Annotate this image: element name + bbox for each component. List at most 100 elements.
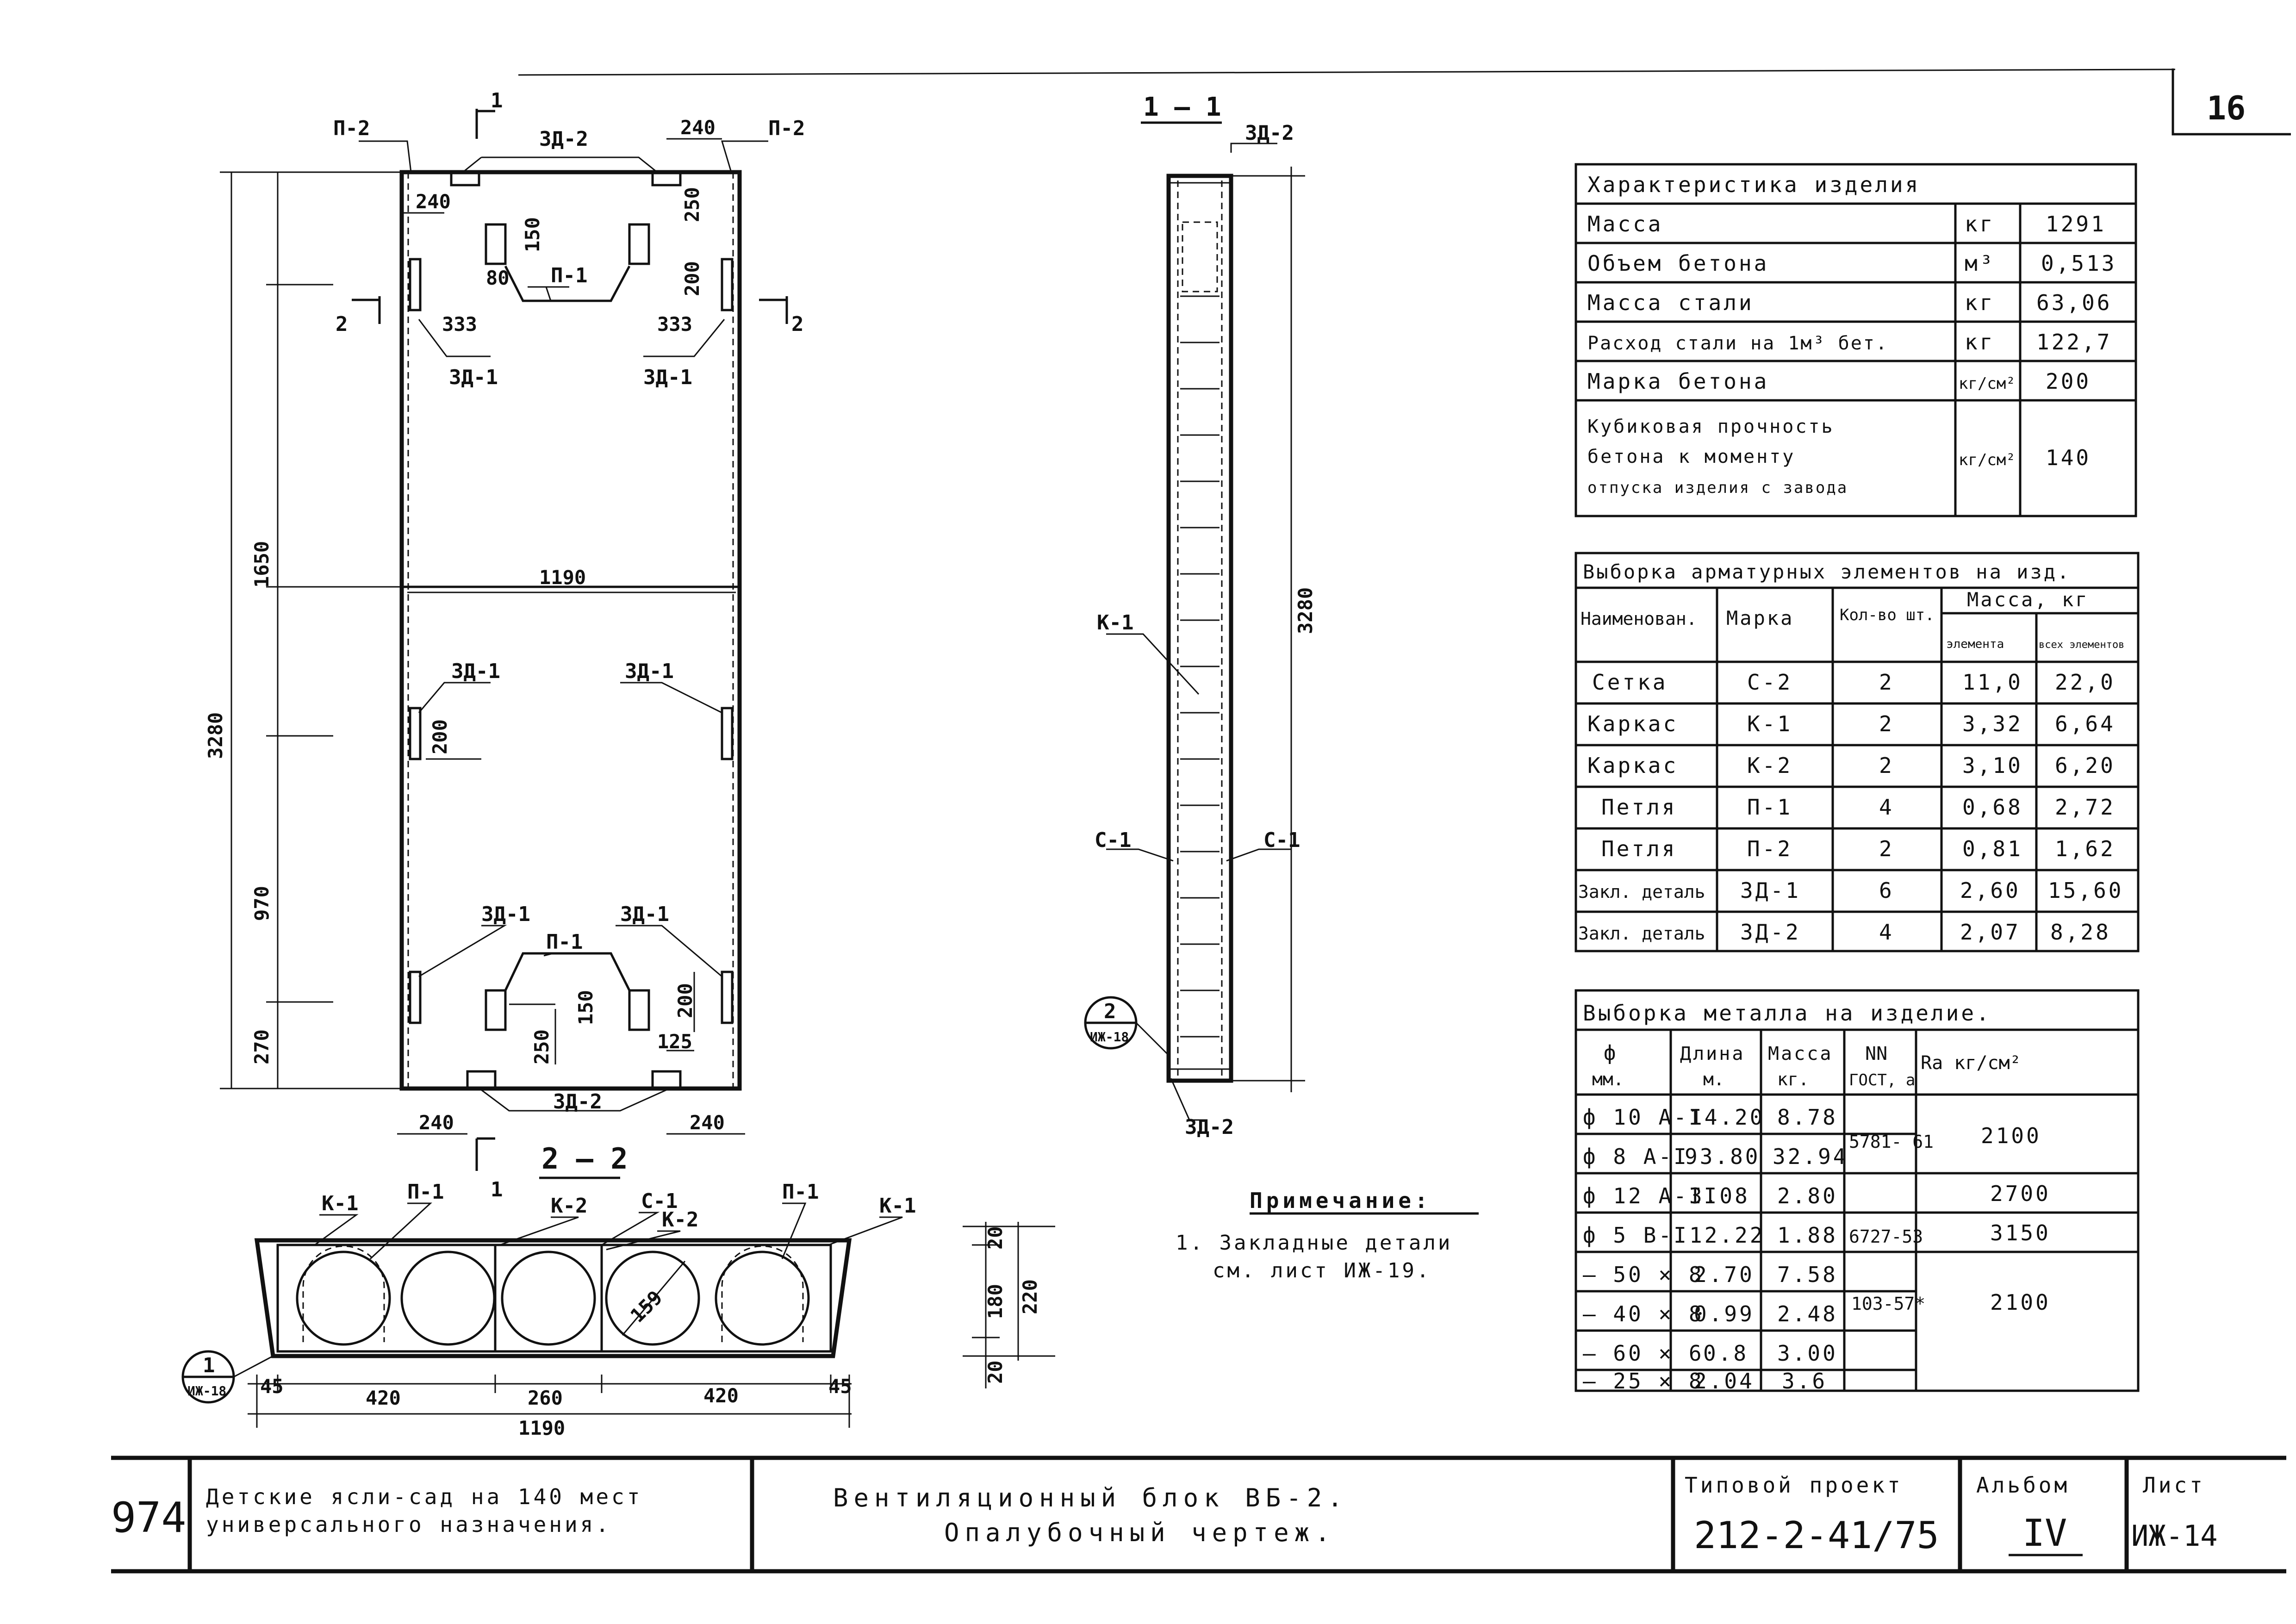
s22-label-p1-right: П-1 <box>782 1180 819 1204</box>
rebar-h-qty: Кол-во шт. <box>1840 606 1935 624</box>
dim-200-top: 200 <box>681 261 703 296</box>
label-p2-right: П-2 <box>768 117 805 140</box>
rebar-h-name: Наименован. <box>1580 609 1697 629</box>
s22-dim-1190: 1190 <box>518 1417 565 1439</box>
s22-dim-45-l: 45 <box>260 1375 284 1398</box>
rebar-row-7-name: Закл. деталь <box>1578 923 1705 944</box>
note-line1: 1. Закладные детали <box>1176 1231 1452 1255</box>
tb-drawing-line2: Опалубочный чертеж. <box>944 1518 1336 1547</box>
rebar-row-7-qty: 4 <box>1879 920 1894 945</box>
char-last-value: 140 <box>2046 445 2091 470</box>
rebar-row-1-all: 22,0 <box>2055 670 2116 695</box>
s11-dim-3280: 3280 <box>1294 587 1317 634</box>
rebar-row-5-qty: 2 <box>1879 836 1894 861</box>
rebar-row-2-name: Каркас <box>1587 711 1678 736</box>
cut-mark-left: 2 <box>336 312 348 336</box>
metal-ra-b: 2700 <box>1990 1181 2051 1206</box>
metal-row-1-mass: 8.78 <box>1777 1105 1838 1130</box>
char-last-line2: бетона к моменту <box>1587 446 1795 467</box>
dim-333-right: 333 <box>657 313 692 336</box>
metal-row-7-mass: 3.00 <box>1777 1341 1838 1366</box>
s11-label-k1: К-1 <box>1097 611 1133 635</box>
s22-label-s1: С-1 <box>641 1189 678 1213</box>
s11-label-zd2-bottom: ЗД-2 <box>1185 1115 1234 1139</box>
metal-gost-c: 103-57* <box>1851 1294 1925 1314</box>
metal-row-1-len: 14.20 <box>1689 1105 1765 1130</box>
char-row-5-value: 200 <box>2046 369 2091 394</box>
s22-callout-num: 1 <box>203 1354 215 1377</box>
rebar-row-1-name: Сетка <box>1592 670 1668 695</box>
dim-1650: 1650 <box>250 541 273 588</box>
rebar-row-1-mark: С-2 <box>1747 670 1792 695</box>
metal-title: Выборка металла на изделие. <box>1583 1001 1991 1026</box>
s22-hole-diam: 159 <box>626 1286 666 1327</box>
char-last-unit: кг/см² <box>1959 451 2016 469</box>
rebar-row-3-qty: 2 <box>1879 753 1894 778</box>
dim-200-bot: 200 <box>674 983 697 1018</box>
dim-333-left: 333 <box>442 313 477 336</box>
dim-3280: 3280 <box>204 712 227 759</box>
rebar-h-mass-el: элемента <box>1946 637 2004 651</box>
rebar-row-3-el: 3,10 <box>1962 753 2023 778</box>
section-mark-bottom: 1 <box>491 1178 503 1201</box>
tb-album-value: IV <box>2022 1512 2067 1555</box>
metal-row-8-mass: 3.6 <box>1782 1369 1827 1394</box>
rebar-row-5-all: 1,62 <box>2055 836 2116 861</box>
metal-row-4-len: 12.22 <box>1689 1223 1765 1248</box>
metal-row-3-mass: 2.80 <box>1777 1183 1838 1208</box>
metal-ra-a: 2100 <box>1981 1123 2041 1148</box>
metal-row-8-phi: — 25 × 8 <box>1583 1369 1704 1394</box>
label-zd1-ml: ЗД-1 <box>451 660 500 683</box>
title-block: 974 Детские ясли-сад на 140 мест универс… <box>111 1456 2286 1574</box>
tb-project-line1: Детские ясли-сад на 140 мест <box>206 1484 642 1509</box>
label-zd1-br: ЗД-1 <box>620 902 669 926</box>
char-row-4-value: 122,7 <box>2036 330 2112 355</box>
tb-drawing-line1: Вентиляционный блок ВБ-2. <box>833 1483 1348 1512</box>
metal-row-7-phi: — 60 × 6 <box>1583 1341 1704 1366</box>
rebar-row-1-qty: 2 <box>1879 670 1894 695</box>
rebar-row-3-name: Каркас <box>1587 753 1678 778</box>
char-row-1-name: Масса <box>1587 212 1663 236</box>
dim-150-bot: 150 <box>574 990 597 1025</box>
s22-dim-260: 260 <box>528 1387 563 1409</box>
section-1-1: 1 — 1 <box>1084 92 1317 1139</box>
label-p1-top: П-1 <box>551 264 587 287</box>
tb-sheet-label: Лист <box>2143 1473 2205 1498</box>
rebar-row-2-all: 6,64 <box>2055 711 2116 736</box>
label-p1-bottom: П-1 <box>546 930 583 954</box>
s22-label-k1-right: К-1 <box>879 1194 916 1218</box>
tb-typical-label: Типовой проект <box>1685 1473 1903 1498</box>
sheet-frame: 16 <box>518 68 2291 136</box>
label-zd2-bottom: ЗД-2 <box>553 1090 602 1114</box>
rebar-row-4-mark: П-1 <box>1747 795 1792 820</box>
note-block: Примечание: 1. Закладные детали см. лист… <box>1176 1188 1479 1282</box>
metal-row-5-len: 2.70 <box>1694 1262 1755 1287</box>
rebar-row-2-mark: К-1 <box>1747 711 1792 736</box>
dim-240-top: 240 <box>680 116 716 139</box>
metal-row-1-phi: ф 10 A-I <box>1583 1105 1704 1130</box>
dim-80: 80 <box>486 267 510 289</box>
rebar-row-4-qty: 4 <box>1879 795 1894 820</box>
metal-h-len-u: м. <box>1703 1069 1724 1089</box>
rebar-row-7-all: 8,28 <box>2050 920 2111 945</box>
section-1-1-title: 1 — 1 <box>1143 92 1221 122</box>
metal-row-6-len: 0.99 <box>1694 1301 1755 1326</box>
char-row-2-value: 0,513 <box>2041 251 2116 276</box>
metal-h-len: Длина <box>1680 1043 1745 1064</box>
rebar-row-3-all: 6,20 <box>2055 753 2116 778</box>
section-mark-top: 1 <box>491 89 503 112</box>
rebar-row-4-name: Петля <box>1601 795 1677 820</box>
characteristics-table: Характеристика изделия Масса кг 1291 Объ… <box>1574 163 2137 517</box>
tb-number: 974 <box>111 1493 187 1542</box>
rebar-row-4-el: 0,68 <box>1962 795 2023 820</box>
metal-gost-a: 5781- 61 <box>1849 1132 1934 1152</box>
tb-sheet-value: ИЖ-14 <box>2131 1519 2218 1553</box>
char-row-5-unit: кг/см² <box>1959 374 2016 393</box>
dim-125: 125 <box>657 1030 692 1053</box>
metal-h-phi: ф <box>1604 1041 1616 1065</box>
rebar-h-mark: Марка <box>1726 607 1794 629</box>
dim-1190-plan: 1190 <box>539 566 586 589</box>
metal-row-3-phi: ф 12 A-II <box>1583 1183 1719 1208</box>
metal-row-8-len: 2.04 <box>1694 1369 1755 1394</box>
metal-gost-b: 6727-53 <box>1849 1226 1923 1247</box>
